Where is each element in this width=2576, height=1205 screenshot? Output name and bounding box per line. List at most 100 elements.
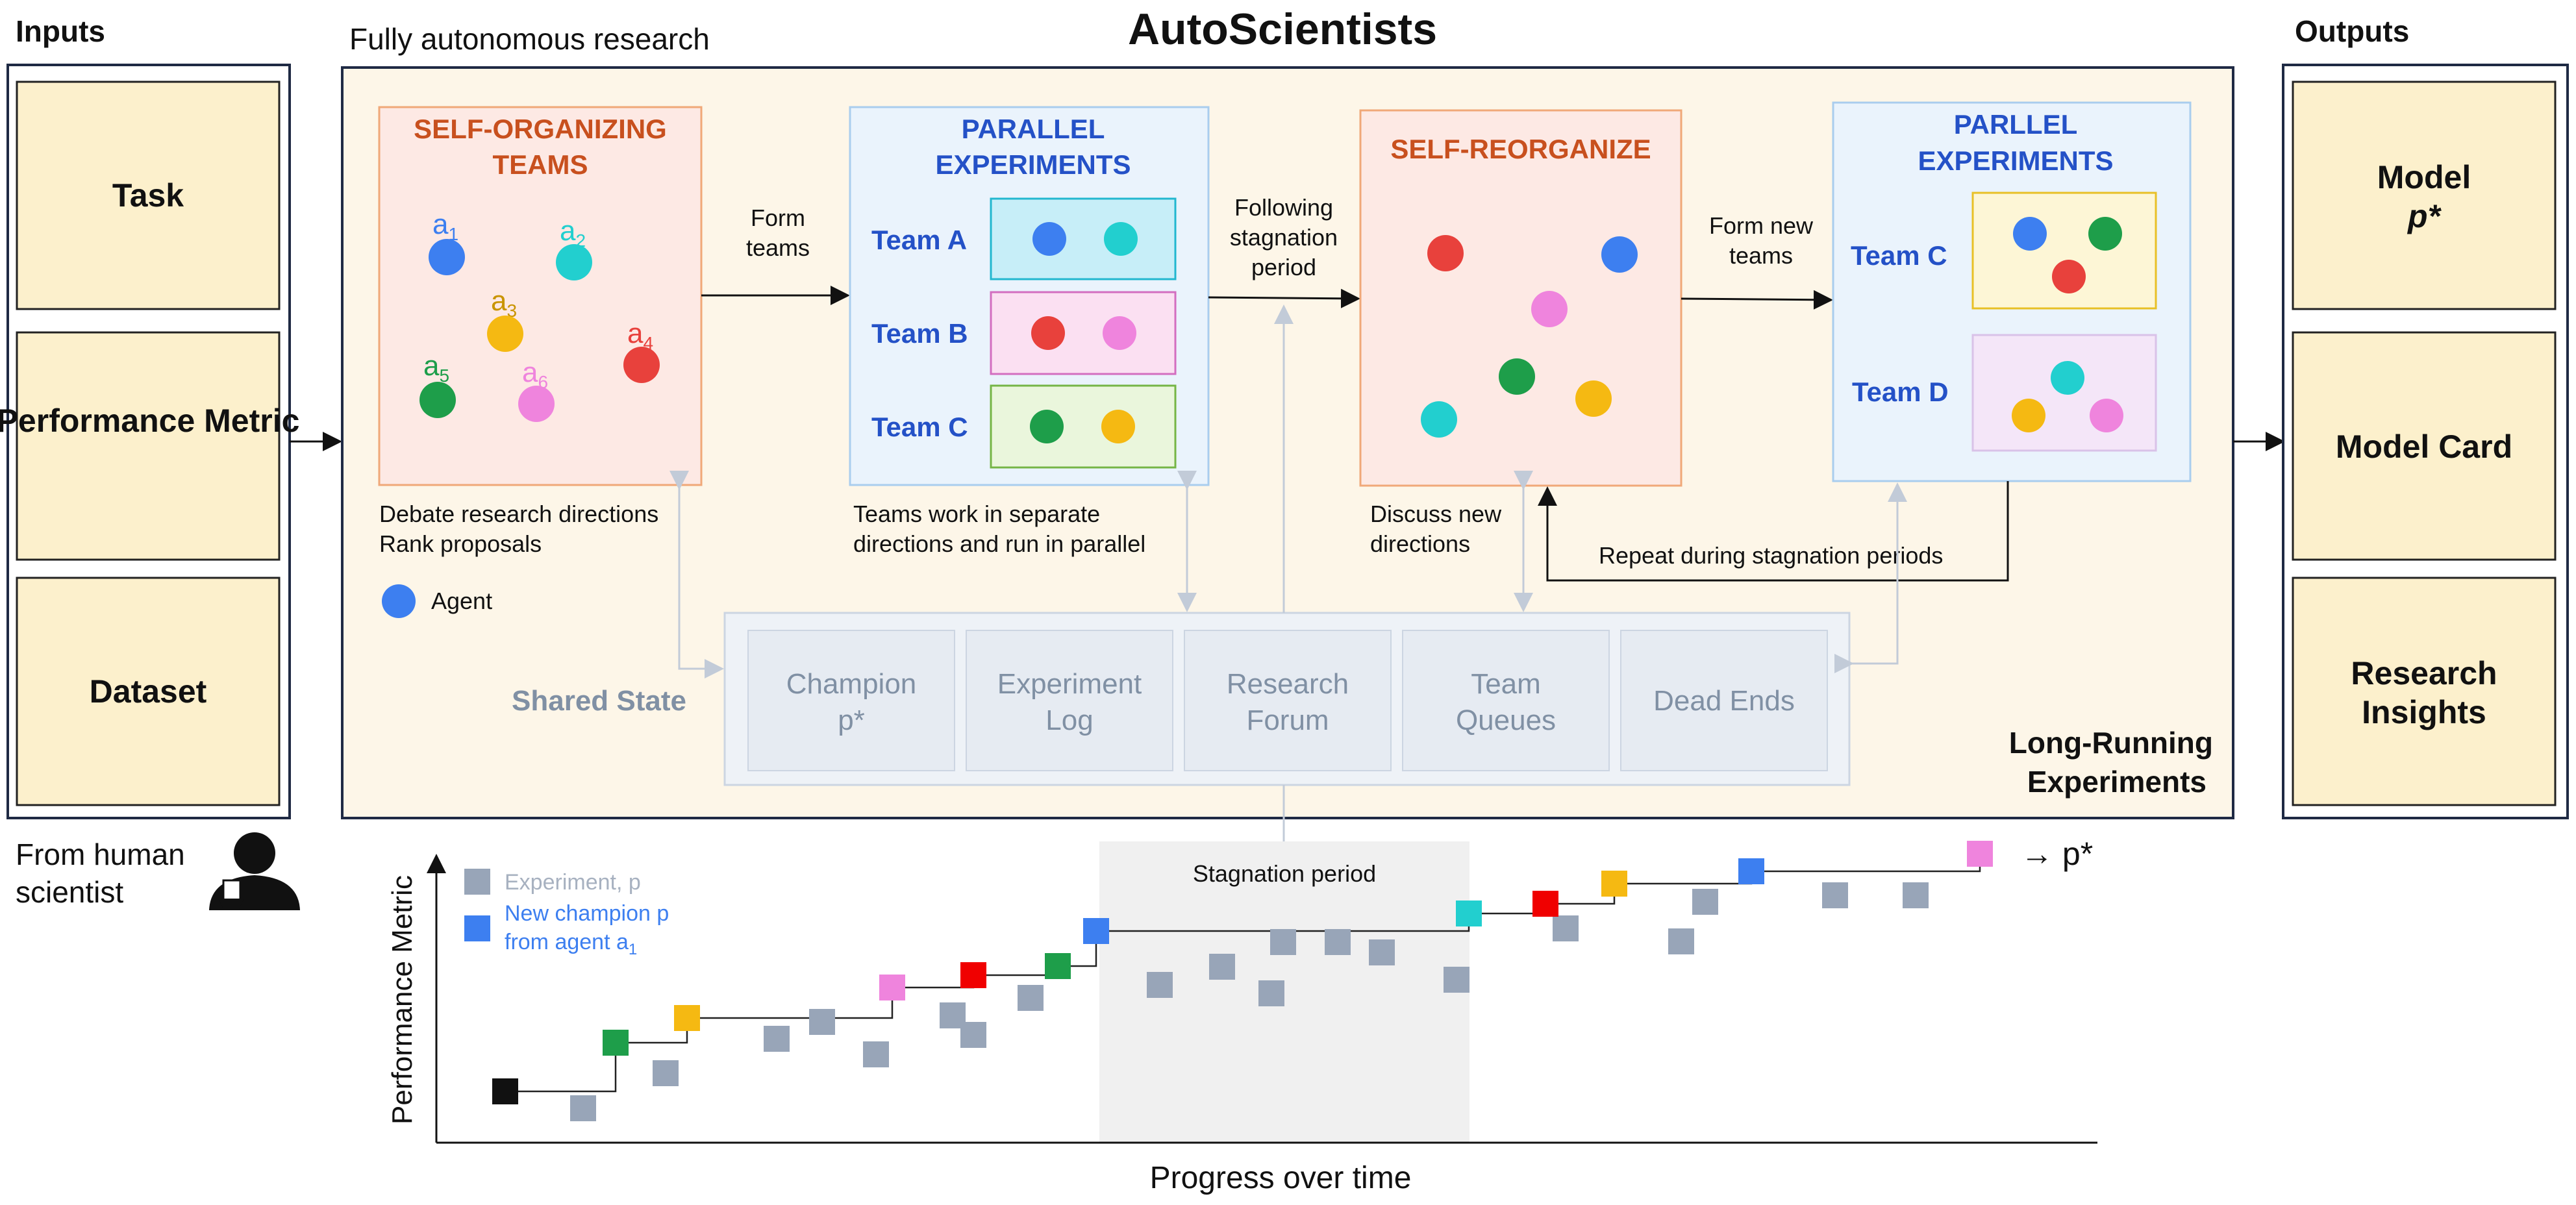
- svg-text:a6: a6: [522, 356, 548, 392]
- champion-marker: [1456, 901, 1482, 926]
- team-a-agent-blue: [1032, 222, 1066, 256]
- agent-a4: a4: [623, 317, 660, 383]
- legend-experiment-marker: [464, 869, 490, 895]
- team-d-agent-pink: [2090, 399, 2123, 432]
- reorg-agent-green: [1499, 358, 1535, 395]
- svg-text:a3: a3: [491, 285, 517, 321]
- agent-a6: a6: [518, 356, 555, 422]
- experiment-marker: [570, 1095, 596, 1121]
- svg-text:a1: a1: [432, 208, 458, 244]
- reorg-agent-blue: [1601, 236, 1638, 273]
- team-a-box: [990, 197, 1177, 280]
- input-dataset-label: Dataset: [90, 673, 207, 710]
- plot-ylabel: Performance Metric: [386, 875, 418, 1124]
- champion-marker: [1738, 858, 1764, 884]
- shared-dead-ends-label: Dead Ends: [1653, 685, 1795, 717]
- champion-marker: [960, 962, 986, 988]
- input-source-line1: From human: [16, 838, 185, 871]
- parallel1-caption-line1: Teams work in separate: [853, 501, 1100, 527]
- team-c-label: Team C: [871, 412, 968, 442]
- output-insights-line1: Research: [2351, 655, 2497, 691]
- agent-legend-dot: [382, 584, 416, 618]
- input-metric-label: Performance Metric: [0, 403, 299, 439]
- input-task-card: [16, 81, 281, 310]
- shared-experiment-log-line1: Experiment: [997, 668, 1142, 700]
- input-metric-card: [16, 331, 281, 561]
- agent-a5: a5: [419, 350, 456, 418]
- shared-experiment-log-line2: Log: [1045, 704, 1093, 736]
- champion-marker: [674, 1005, 700, 1031]
- experiment-marker: [1668, 928, 1694, 954]
- plot-xlabel: Progress over time: [1150, 1161, 1412, 1195]
- team-c2-agent-green: [2088, 217, 2122, 251]
- reorg-agent-pink: [1531, 291, 1568, 327]
- stagnation-label: Stagnation period: [1193, 860, 1376, 887]
- output-model-line2: p*: [2407, 198, 2442, 234]
- legend-champion-marker: [464, 915, 490, 941]
- outputs-heading: Outputs: [2295, 14, 2409, 48]
- arrow-repeat-loop: [1538, 481, 2009, 582]
- input-task-label: Task: [112, 177, 184, 214]
- shared-research-forum-line1: Research: [1227, 668, 1349, 700]
- team-b-label: Team B: [871, 318, 968, 349]
- experiment-marker: [809, 1009, 835, 1035]
- self-organizing-title-line2: TEAMS: [493, 149, 588, 180]
- champion-marker: [492, 1078, 518, 1104]
- experiment-marker: [1147, 972, 1173, 998]
- parallel1-title-line2: EXPERIMENTS: [935, 149, 1131, 180]
- parallel1-title-line1: PARALLEL: [962, 114, 1105, 144]
- following-line2: stagnation: [1230, 224, 1338, 251]
- plot-marks: [492, 841, 1993, 1121]
- experiment-marker: [653, 1060, 679, 1086]
- following-line3: period: [1251, 254, 1316, 280]
- team-a-agent-cyan: [1104, 222, 1138, 256]
- repeat-label: Repeat during stagnation periods: [1599, 542, 1943, 569]
- long-running-line2: Experiments: [2027, 765, 2207, 799]
- champion-marker: [1967, 841, 1993, 867]
- experiment-marker: [1903, 882, 1929, 908]
- experiment-marker: [1444, 967, 1469, 993]
- parallel1-caption-line2: directions and run in parallel: [853, 530, 1145, 557]
- scientist-icon: [209, 832, 300, 910]
- experiment-marker: [1822, 882, 1848, 908]
- self-reorganize-box: [1359, 109, 1682, 487]
- experiment-marker: [1270, 929, 1296, 955]
- shared-dead-ends-card: [1620, 630, 1828, 771]
- team-d-agent-cyan: [2051, 361, 2084, 395]
- output-model-card: [2292, 81, 2557, 310]
- arrow-following-stagnation: [1208, 288, 1360, 308]
- output-model-card-label: Model Card: [2336, 429, 2512, 465]
- long-running-line1: Long-Running: [2009, 726, 2213, 760]
- main-label: Fully autonomous research: [349, 22, 710, 56]
- champion-marker: [1532, 891, 1558, 917]
- reorganize-caption-line1: Discuss new: [1370, 501, 1502, 527]
- svg-text:a5: a5: [423, 350, 449, 386]
- input-source-line2: scientist: [16, 875, 123, 909]
- team-c2-agent-red: [2052, 260, 2086, 293]
- plot-end-label: → p*: [2021, 836, 2093, 872]
- reorg-agent-red: [1427, 235, 1464, 271]
- experiment-marker: [1018, 985, 1044, 1011]
- team-d-agent-yellow: [2012, 399, 2045, 432]
- arrow-form-new-teams: [1681, 290, 1833, 310]
- team-c2-agent-blue: [2013, 217, 2047, 251]
- parallel2-title-line1: PARLLEL: [1954, 109, 2078, 140]
- shared-team-queues-card: [1402, 630, 1610, 771]
- following-line1: Following: [1234, 194, 1333, 221]
- team-c2-label: Team C: [1851, 240, 1947, 271]
- experiment-marker: [1258, 980, 1284, 1006]
- agent-legend-label: Agent: [431, 588, 492, 614]
- shared-team-queues-line1: Team: [1471, 668, 1541, 700]
- team-b-agent-red: [1031, 316, 1065, 350]
- inputs-heading: Inputs: [16, 14, 105, 48]
- experiment-marker: [960, 1022, 986, 1048]
- shared-research-forum-line2: Forum: [1246, 704, 1329, 736]
- team-c-agent-yellow: [1101, 410, 1135, 443]
- agent-a1: a1: [429, 208, 465, 275]
- champion-marker: [1045, 953, 1071, 979]
- team-d-label: Team D: [1852, 377, 1949, 407]
- team-a-label: Team A: [871, 225, 967, 255]
- agent-a2: a2: [556, 215, 592, 280]
- legend-experiment-label: Experiment, p: [505, 870, 641, 895]
